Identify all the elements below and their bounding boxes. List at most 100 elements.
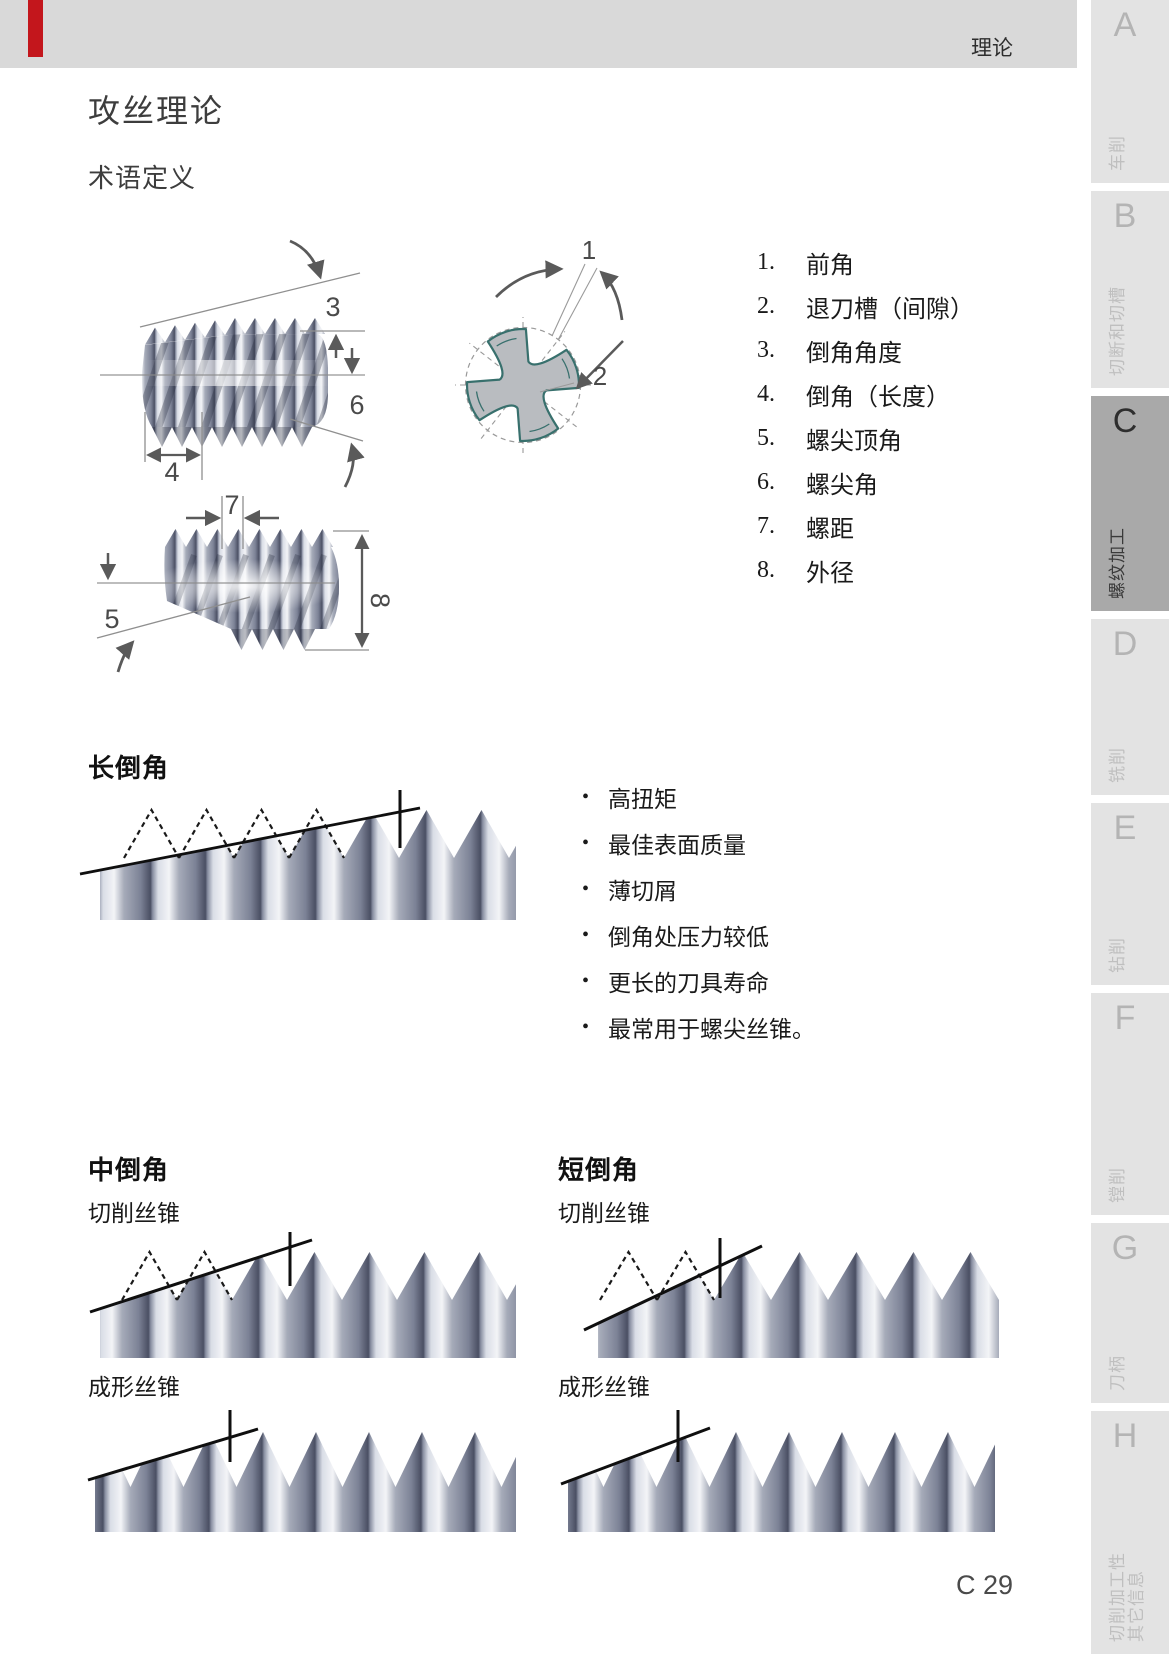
term-item: 1.前角 (757, 240, 974, 284)
thread-tooth (399, 810, 454, 858)
thread-tooth (921, 1432, 975, 1487)
dashed-tooth-outline (288, 807, 345, 859)
tap-texture (164, 553, 339, 629)
dashed-tooth-outline (123, 807, 180, 859)
tap-tooth-top (305, 318, 325, 334)
tab-label: 切断和切槽 (1108, 286, 1127, 376)
callout-8: 8 (365, 593, 395, 608)
leader-line (557, 267, 598, 341)
thread-tooth (828, 1252, 885, 1300)
tap-tooth-top (312, 529, 333, 547)
thread-tooth (868, 1432, 922, 1487)
thread-tooth (344, 816, 399, 858)
short-forming-label: 成形丝锥 (558, 1375, 650, 1400)
path-shape (232, 427, 252, 447)
tap-tooth-bottom (294, 629, 315, 650)
path-shape (273, 629, 294, 650)
term-label: 外径 (806, 560, 854, 587)
tab-letter: F (1114, 999, 1136, 1037)
tap-tooth-bottom (172, 427, 192, 447)
arc-arrow (495, 260, 564, 298)
thread-tooth (771, 1252, 828, 1300)
term-item: 5.螺尖顶角 (757, 416, 974, 460)
path-shape (292, 427, 312, 447)
red-corner-mark (28, 0, 43, 57)
term-item: 7.螺距 (757, 504, 974, 548)
land-inner-line (475, 391, 485, 412)
tab-label: 钻削 (1108, 937, 1127, 973)
arc-arrow (599, 270, 624, 321)
thread-tooth (568, 1470, 604, 1487)
callout-4: 4 (164, 457, 179, 487)
sidebar-tab-E: E 钻削 (1091, 803, 1169, 985)
term-number: 8. (757, 556, 775, 583)
term-label: 倒角（长度） (806, 384, 950, 411)
tap-texture (141, 334, 328, 427)
callout-1: 1 (582, 235, 596, 265)
short-chamfer-heading: 短倒角 (558, 1155, 640, 1185)
tap-side-view-diagram: 364 (100, 239, 365, 488)
tab-letter: E (1113, 809, 1137, 847)
arc-arrow (115, 640, 135, 673)
path-shape (252, 629, 273, 650)
tab-label: 镗削 (1108, 1167, 1127, 1203)
thread-tooth (397, 1252, 452, 1300)
tap-tooth-top (225, 318, 245, 336)
tab-letter: D (1112, 625, 1138, 663)
bullet-text: 薄切屑 (608, 879, 677, 904)
path-shape (172, 427, 192, 447)
short-forming-profile (560, 1410, 995, 1532)
bullet-dot: • (582, 877, 590, 900)
thread-tooth (95, 1469, 131, 1487)
dashed-tooth-outline (176, 1249, 233, 1301)
bullet-text: 最常用于螺尖丝锥。 (608, 1017, 815, 1042)
bullet-dot: • (582, 969, 590, 992)
callout-7: 7 (224, 490, 239, 520)
callout-2: 2 (593, 361, 607, 391)
thread-tooth (501, 1456, 516, 1487)
term-label: 前角 (806, 252, 854, 279)
thread-tooth (762, 1432, 816, 1487)
bullet-item: •高扭矩 (582, 774, 815, 820)
term-item: 3.倒角角度 (757, 328, 974, 372)
tab-label: 车削 (1108, 135, 1127, 171)
thread-tooth (342, 1252, 397, 1300)
tap-tooth-top (186, 529, 207, 547)
term-item: 2.退刀槽（间隙） (757, 284, 974, 328)
land-inner-line (496, 337, 517, 347)
tap-tooth-bottom (252, 427, 272, 447)
term-number: 6. (757, 468, 775, 495)
dashed-tooth-outline (656, 1249, 715, 1301)
short-cutting-label: 切削丝锥 (558, 1201, 650, 1226)
thread-tooth (234, 835, 289, 858)
short-cutting-profile (583, 1238, 999, 1358)
thread-body (100, 858, 516, 920)
callout-5: 5 (104, 604, 119, 634)
tap-cross-section-diagram: 12 (455, 235, 624, 453)
arrow-2 (575, 340, 624, 390)
tap-tooth-top (205, 320, 225, 338)
term-number: 2. (757, 292, 775, 319)
term-label: 倒角角度 (806, 340, 902, 367)
thread-tooth (709, 1432, 763, 1487)
term-label: 螺尖角 (806, 472, 878, 499)
thread-body (598, 1300, 999, 1358)
tap-tooth-top (291, 529, 312, 547)
bullet-dot: • (582, 1015, 590, 1038)
bullet-item: •更长的刀具寿命 (582, 958, 815, 1004)
page-number: C 29 (956, 1570, 1014, 1600)
thread-tooth (974, 1444, 995, 1487)
thread-tooth (179, 845, 234, 858)
page-subtitle: 术语定义 (88, 163, 197, 193)
medium-chamfer-heading: 中倒角 (88, 1155, 170, 1185)
thread-body (100, 1300, 516, 1358)
tap-tooth-top (185, 322, 205, 340)
tap-tooth-top (270, 529, 291, 547)
tab-label: 刀柄 (1108, 1355, 1127, 1391)
thread-tooth (177, 1271, 232, 1300)
